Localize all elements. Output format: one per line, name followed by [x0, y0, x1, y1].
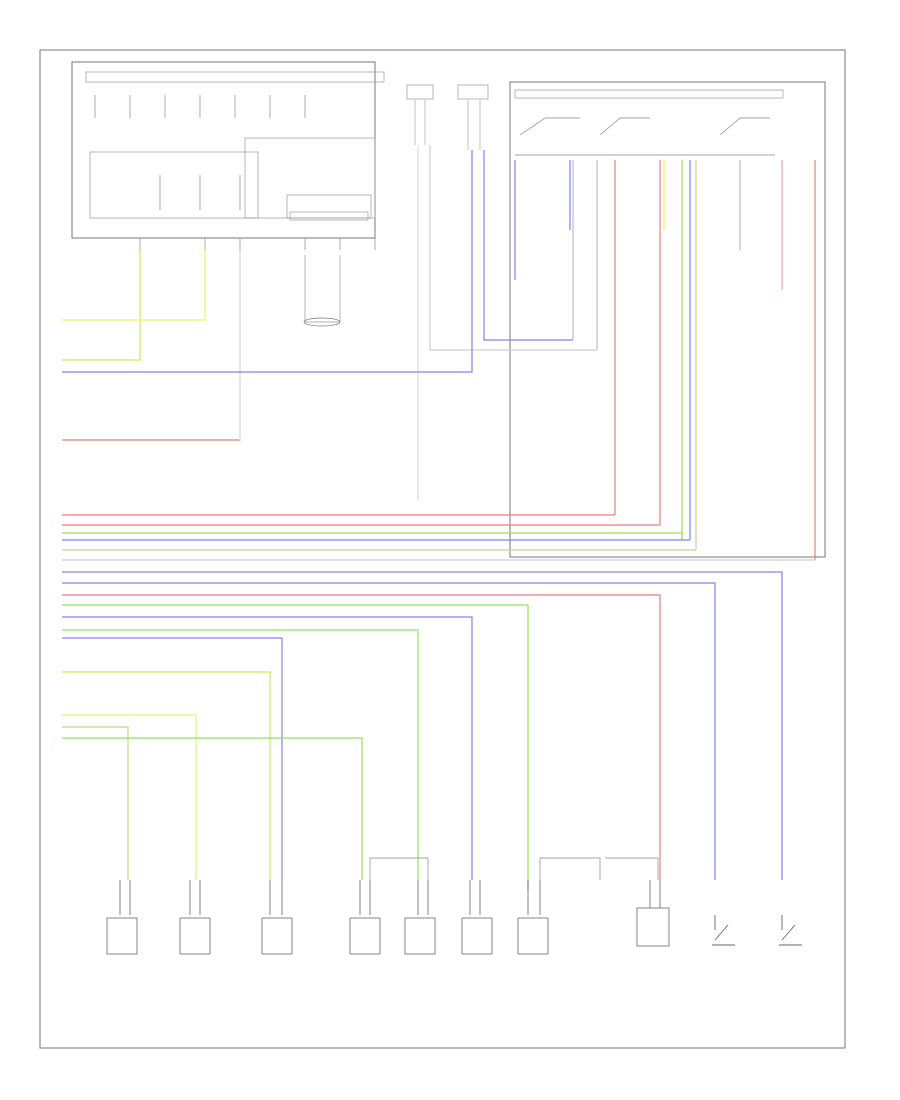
ecm-sensor [303, 255, 341, 327]
component-5 [404, 917, 436, 955]
at-shift-switch [509, 81, 826, 558]
component-3 [261, 917, 293, 955]
component-2 [179, 917, 211, 955]
component-1 [106, 917, 138, 955]
ecm-module [71, 61, 385, 239]
outer-frame [39, 49, 846, 1049]
bottom-components [106, 907, 802, 955]
jumper-lines [369, 857, 659, 880]
component-4 [349, 917, 381, 955]
component-7 [517, 917, 549, 955]
ecm-pins [139, 238, 376, 250]
component-8 [636, 907, 670, 947]
switch-2 [457, 84, 489, 150]
bottom-connectors [119, 880, 661, 915]
switch-component-10 [779, 915, 802, 946]
harness-vertical-upper [417, 145, 816, 560]
harness-bus [62, 514, 815, 890]
switch-1 [406, 84, 434, 145]
component-6 [461, 917, 493, 955]
switch-component-9 [712, 915, 735, 946]
ecm-wires [62, 150, 473, 441]
